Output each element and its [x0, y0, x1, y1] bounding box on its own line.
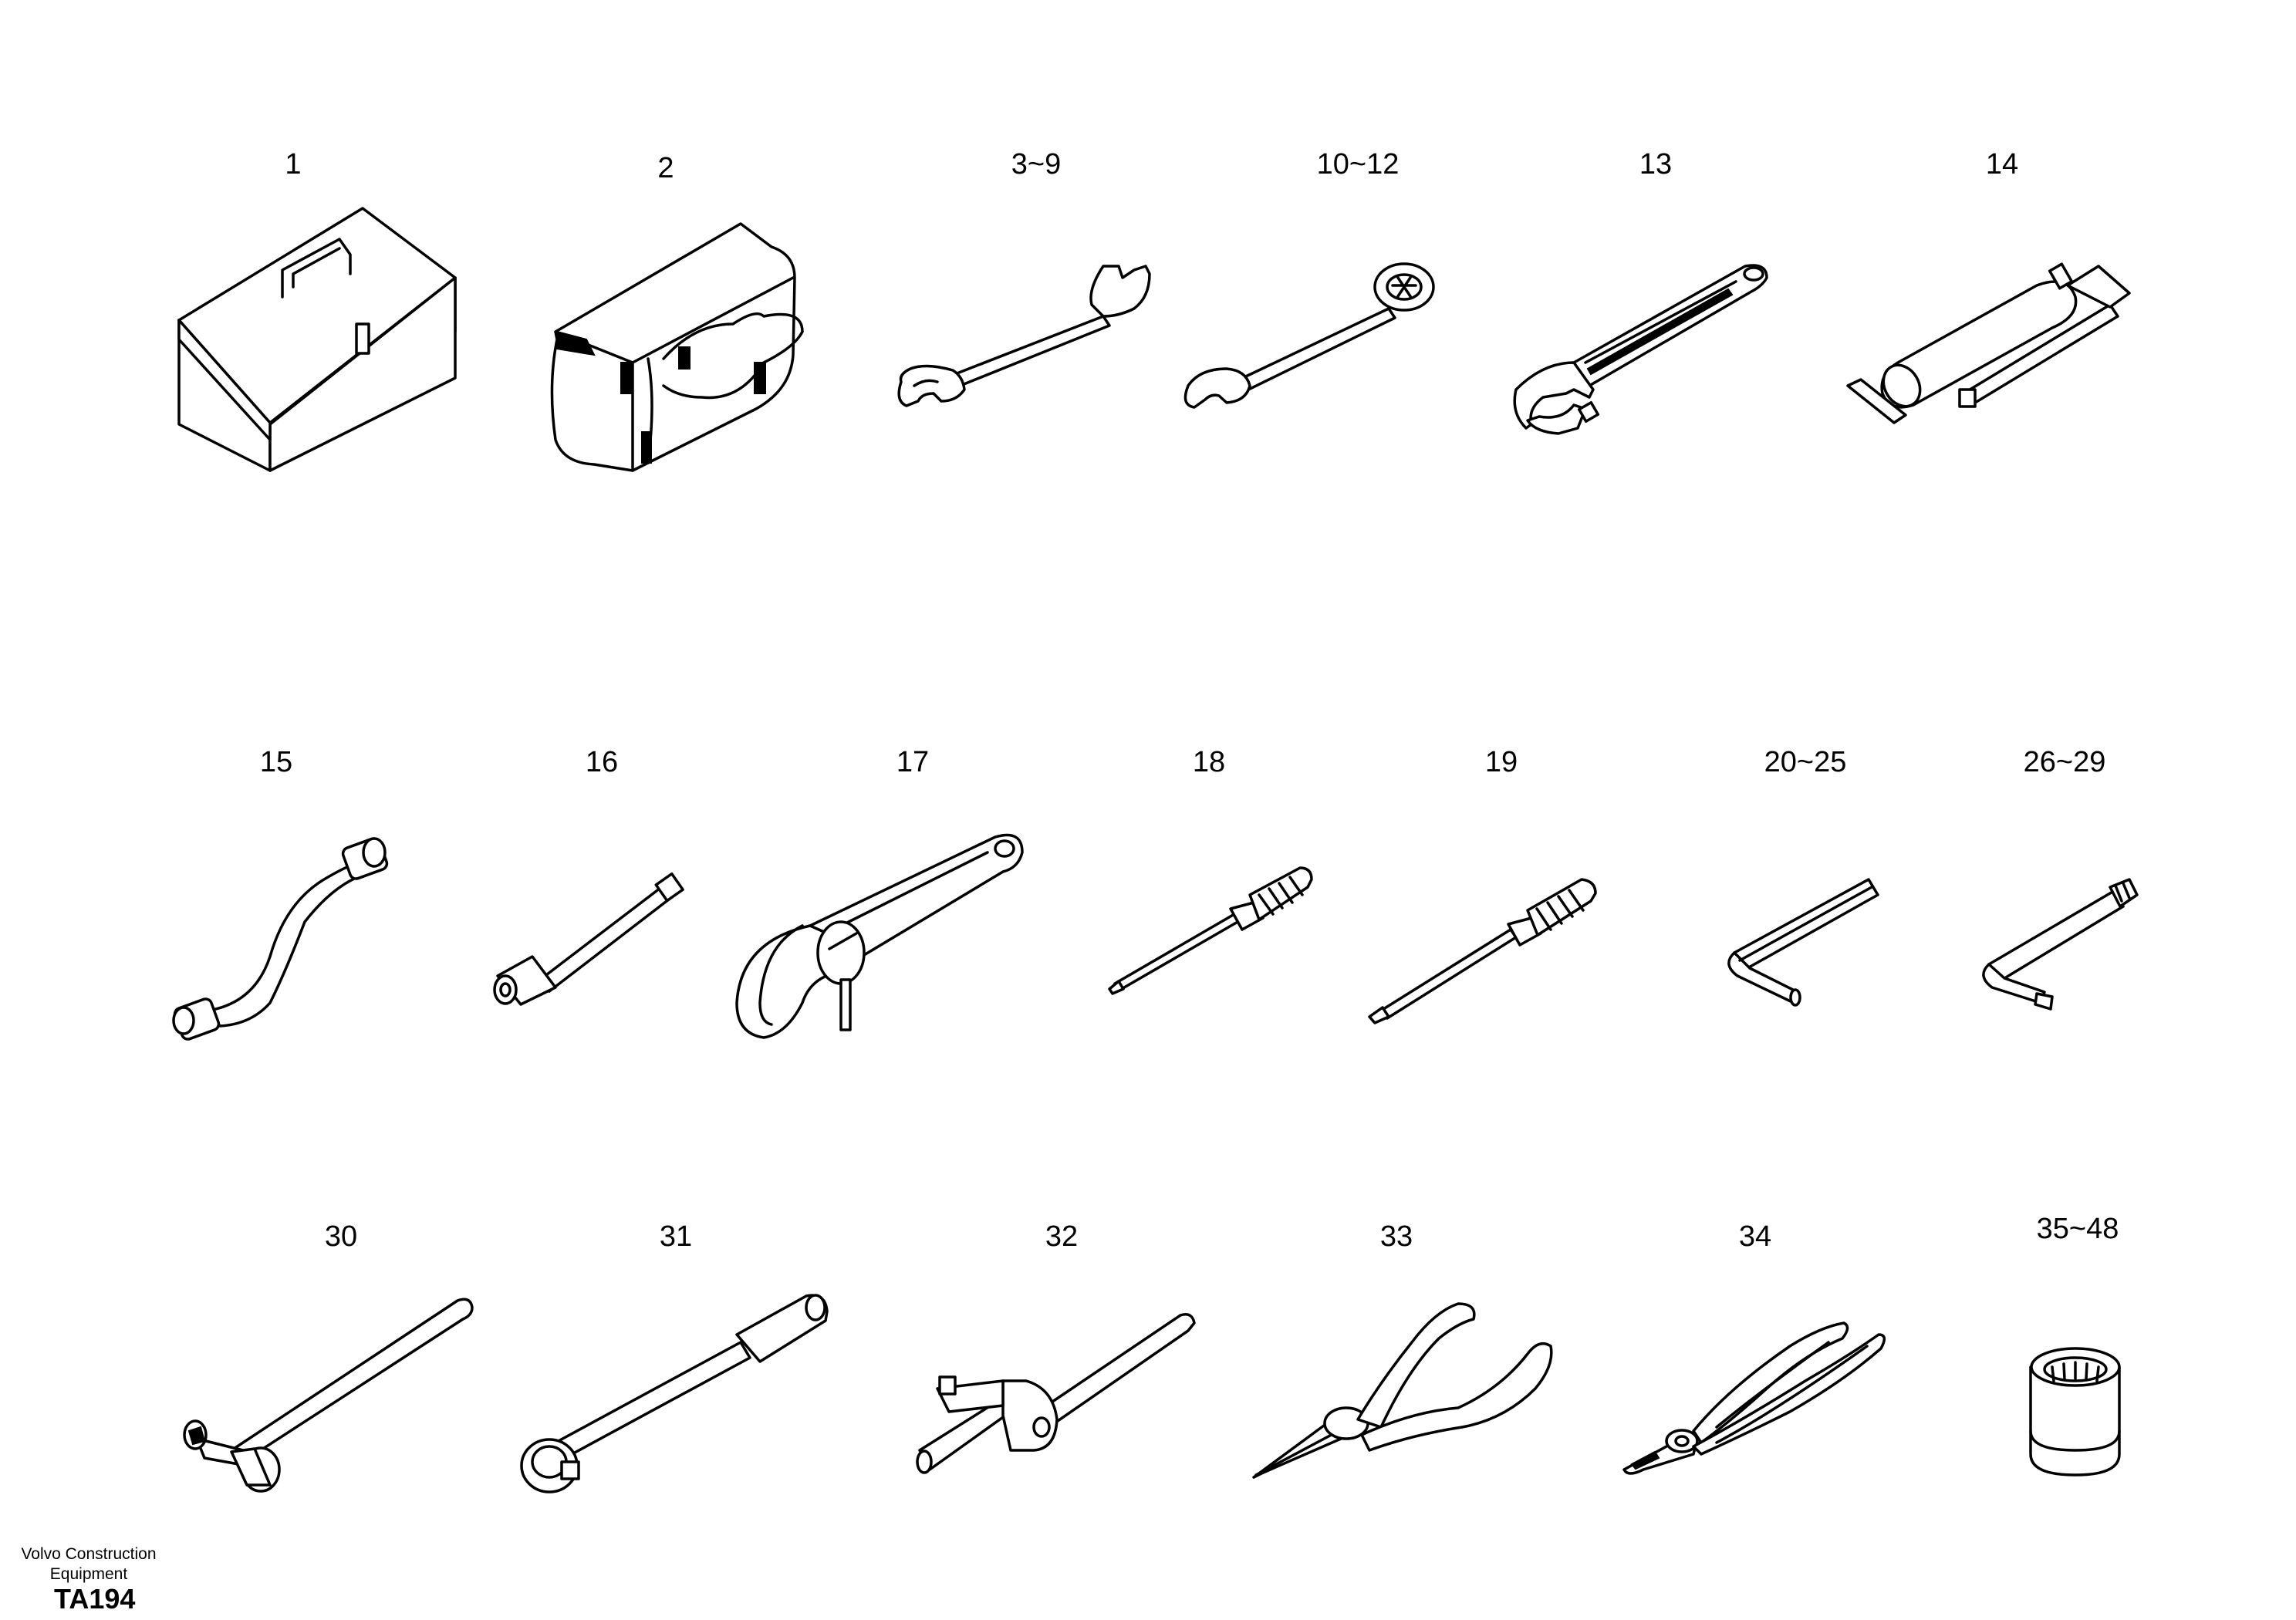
part-label-31: 31: [660, 1220, 692, 1253]
part-label-1: 1: [285, 148, 301, 181]
adjustable-wrench-icon: [1513, 264, 1768, 435]
part-label-13: 13: [1639, 148, 1672, 181]
part-label-15: 15: [260, 746, 292, 778]
part-label-30: 30: [325, 1220, 357, 1253]
tool-bag-icon: [550, 222, 804, 472]
extension-bar-icon: [493, 872, 684, 1006]
torx-key-icon: [1982, 878, 2139, 1011]
part-label-35-48: 35~48: [2037, 1213, 2119, 1245]
socket-icon: [2029, 1347, 2121, 1477]
part-label-17: 17: [896, 746, 929, 778]
part-label-14: 14: [1986, 148, 2018, 181]
footer-company: Volvo Construction Equipment: [15, 1544, 162, 1585]
slip-joint-pliers-icon: [1622, 1321, 1886, 1475]
hammer-icon: [183, 1298, 474, 1493]
part-label-33: 33: [1380, 1220, 1413, 1253]
grease-gun-icon: [1846, 262, 2131, 424]
filter-strap-wrench-icon: [735, 833, 1024, 1039]
double-open-end-wrench-icon: [897, 265, 1151, 407]
part-label-18: 18: [1193, 746, 1225, 778]
hex-key-icon: [1727, 878, 1879, 1007]
part-label-32: 32: [1045, 1220, 1078, 1253]
part-label-16: 16: [586, 746, 618, 778]
part-label-10-12: 10~12: [1317, 148, 1400, 181]
flat-screwdriver-icon: [1368, 878, 1597, 1024]
combination-wrench-icon: [1183, 262, 1435, 409]
part-label-34: 34: [1739, 1220, 1771, 1253]
part-label-3-9: 3~9: [1011, 148, 1061, 181]
footer-company-line2: Equipment: [49, 1565, 128, 1583]
needle-nose-pliers-icon: [1252, 1302, 1553, 1479]
part-label-26-29: 26~29: [2024, 746, 2106, 778]
part-label-20-25: 20~25: [1764, 746, 1847, 778]
footer-company-line1: Volvo Construction: [21, 1545, 157, 1563]
footer-code: TA194: [54, 1583, 136, 1615]
toolbox-icon: [177, 207, 457, 472]
part-label-2: 2: [657, 152, 674, 184]
t-handle-icon: [916, 1313, 1196, 1474]
phillips-screwdriver-icon: [1108, 866, 1313, 995]
offset-socket-wrench-icon: [172, 837, 389, 1041]
ratchet-handle-icon: [520, 1294, 829, 1493]
part-label-19: 19: [1485, 746, 1518, 778]
